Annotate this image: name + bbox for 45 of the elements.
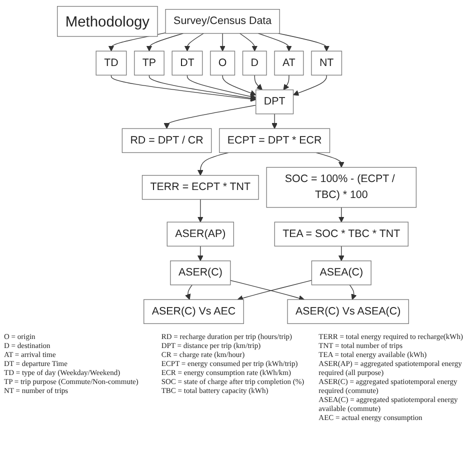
node-box: Methodology [57,6,158,37]
arrow [316,152,345,168]
arrow [146,33,184,52]
arrow [350,284,357,300]
node-box: Survey/Census Data [165,9,280,34]
node-box: AT [274,50,304,76]
arrow [272,114,278,129]
arrow [198,246,204,262]
node-box: RD = DPT / CR [122,128,212,153]
node-box: TERR = ECPT * TNT [142,175,260,200]
arrow [283,74,290,90]
node-box: ASER(C) Vs AEC [144,299,244,324]
node-box: ASER(C) Vs ASEA(C) [287,299,410,324]
node-box: NT [311,50,342,76]
arrow [230,280,305,302]
arrow [185,284,193,300]
node-box: SOC = 100% - (ECPT / TBC) * 100 [266,167,417,208]
arrow [164,104,256,129]
node-box: ASER(C) [170,260,231,286]
arrow [149,74,256,102]
arrow [338,246,345,262]
arrow [111,74,256,102]
arrow [240,33,258,52]
arrow [198,152,230,176]
node-box: D [242,50,268,76]
arrow [278,33,330,52]
node-box: ASER(AP) [167,222,234,246]
node-box: ECPT = DPT * ECR [219,128,330,153]
arrow [187,74,256,100]
arrow [184,33,204,52]
node-box: DT [172,50,203,76]
node-box: TEA = SOC * TBC * TNT [274,222,409,246]
arrow [220,33,226,52]
arrow [237,280,312,302]
node-box: ASEA(C) [312,260,372,286]
arrow [222,74,256,96]
arrow [258,33,292,52]
node-box: TD [96,50,127,76]
node-box: TP [134,50,165,76]
node-box: DPT [256,90,294,114]
node-box: O [210,50,236,76]
arrow [198,199,204,222]
arrow [338,207,345,222]
arrow [254,74,263,90]
arrow [293,74,328,96]
